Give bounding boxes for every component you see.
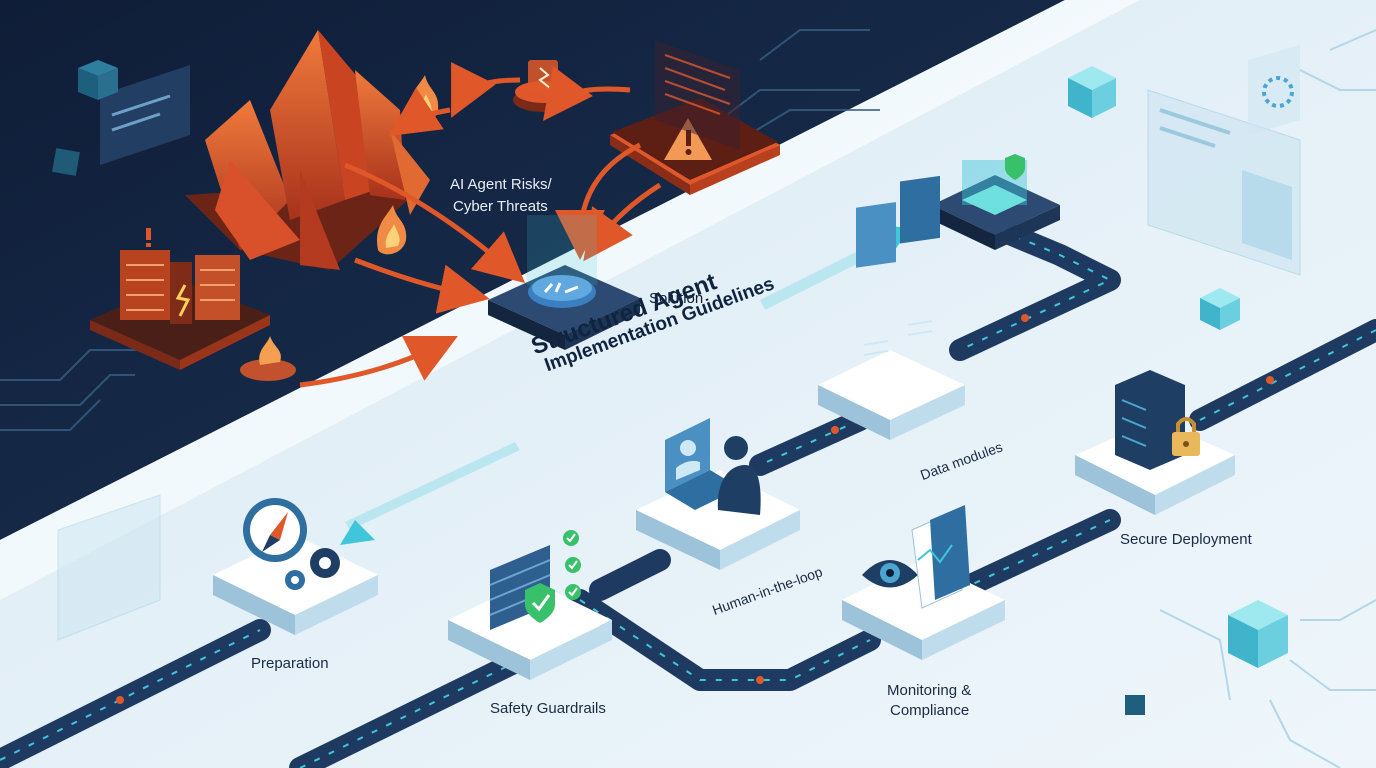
- threat-arrows: [299, 61, 662, 388]
- floating-panel-light: [57, 494, 161, 641]
- check-shield-icon: [1005, 154, 1025, 180]
- solution-chip-icon: [488, 215, 640, 350]
- code-panel: [655, 40, 740, 150]
- loading-ring-icon: [1248, 45, 1300, 135]
- circuit-lines-right: [1159, 29, 1376, 768]
- firewall-shield-icon: [448, 545, 612, 680]
- risks-label-line2: Cyber Threats: [453, 198, 548, 215]
- eye-icon: [842, 505, 1005, 660]
- database-lock-icon: [1075, 370, 1235, 515]
- cube-icon: [1228, 600, 1288, 668]
- cube-icon: [1068, 66, 1116, 118]
- secure-deployment-label: Secure Deployment: [1120, 531, 1252, 548]
- fire-icon: [240, 336, 296, 381]
- server-rack-icon: [90, 228, 270, 370]
- monitoring-label-line1: Monitoring &: [887, 682, 972, 699]
- gears-icon: [285, 548, 340, 590]
- check-list-icon: [563, 530, 581, 600]
- workflow-path-lights: [0, 229, 1376, 768]
- fire-icon: [376, 205, 407, 255]
- safety-guardrails-label: Safety Guardrails: [490, 700, 606, 717]
- human-at-laptop-icon: [636, 418, 800, 570]
- solution-label: Solution: [649, 290, 704, 307]
- monitoring-label-line2: Compliance: [890, 702, 970, 719]
- risks-label-line1: AI Agent Risks/: [450, 176, 552, 193]
- preparation-label: Preparation: [251, 655, 329, 672]
- documents-icon: [818, 175, 965, 440]
- mountain-shards-icon: [185, 30, 430, 270]
- floating-panel-dark: [100, 65, 190, 165]
- cube-icon: [52, 148, 80, 176]
- cube-icon: [1200, 288, 1240, 330]
- cube-icon: [1125, 695, 1145, 715]
- path-node-dots: [116, 314, 1274, 704]
- floating-panel-light: [1147, 89, 1301, 276]
